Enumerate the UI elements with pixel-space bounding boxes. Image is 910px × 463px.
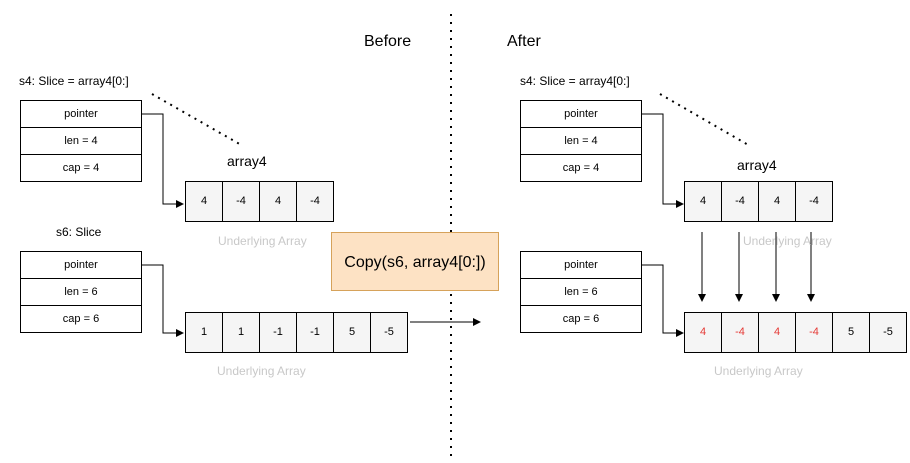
s6-pointer-arrow bbox=[141, 264, 184, 337]
after-s6-len-field: len = 6 bbox=[521, 279, 641, 306]
after-s4-len-field: len = 4 bbox=[521, 128, 641, 155]
s6-array-cell: -1 bbox=[260, 313, 297, 352]
after-array4-cell: -4 bbox=[809, 195, 819, 207]
after-s6-array-cells: 4 -4 4 -4 5 -5 bbox=[684, 312, 907, 353]
array4-caption: Underlying Array bbox=[218, 234, 307, 248]
s6-len-field: len = 6 bbox=[21, 279, 141, 306]
after-array4-cell: 4 bbox=[685, 182, 722, 221]
s4-slice-label: s4: Slice = array4[0:] bbox=[19, 74, 129, 88]
array4-cell: 4 bbox=[260, 182, 297, 221]
after-s4-slice-header: pointer len = 4 cap = 4 bbox=[520, 100, 642, 182]
s4-cap-field: cap = 4 bbox=[62, 162, 100, 174]
s4-len-field: len = 4 bbox=[21, 128, 141, 155]
after-s6-pointer-field: pointer bbox=[521, 252, 641, 279]
s4-pointer-field: pointer bbox=[21, 101, 141, 128]
after-s6-cap-field: cap = 6 bbox=[562, 313, 600, 325]
s4-slice-header: pointer len = 4 cap = 4 bbox=[20, 100, 142, 182]
after-s6-slice-header: pointer len = 6 cap = 6 bbox=[520, 251, 642, 333]
after-heading: After bbox=[507, 33, 541, 50]
after-s4-pointer-field: pointer bbox=[521, 101, 641, 128]
after-array4-cells: 4 -4 4 -4 bbox=[684, 181, 833, 222]
after-s4-cap-field: cap = 4 bbox=[562, 162, 600, 174]
after-s6-pointer-arrow bbox=[641, 264, 684, 337]
after-array4-caption: Underlying Array bbox=[743, 234, 832, 248]
s6-array-cell: 1 bbox=[186, 313, 223, 352]
copy-operation-box: Copy(s6, array4[0:]) bbox=[331, 232, 499, 291]
array4-cell: 4 bbox=[186, 182, 223, 221]
after-s6-array-cell: -4 bbox=[796, 313, 833, 352]
s6-slice-header: pointer len = 6 cap = 6 bbox=[20, 251, 142, 333]
after-array4-cell: -4 bbox=[722, 182, 759, 221]
s4-label-link bbox=[151, 93, 244, 147]
after-s6-array-cell: 5 bbox=[833, 313, 870, 352]
s6-array-cell: 1 bbox=[223, 313, 260, 352]
array4-cell: -4 bbox=[310, 195, 320, 207]
array4-cells: 4 -4 4 -4 bbox=[185, 181, 334, 222]
after-array4-cell: 4 bbox=[759, 182, 796, 221]
after-s6-array-cell: 4 bbox=[685, 313, 722, 352]
s6-array-cell: -1 bbox=[297, 313, 334, 352]
s6-array-cell: -5 bbox=[384, 326, 394, 338]
after-s6-array-cell: -5 bbox=[883, 326, 893, 338]
array4-cell: -4 bbox=[223, 182, 260, 221]
after-s4-slice-label: s4: Slice = array4[0:] bbox=[520, 74, 630, 88]
after-array4-label: array4 bbox=[737, 157, 777, 173]
before-heading: Before bbox=[364, 33, 412, 50]
after-s4-label-link bbox=[659, 93, 751, 147]
s6-array-cells: 1 1 -1 -1 5 -5 bbox=[185, 312, 408, 353]
s6-slice-label: s6: Slice bbox=[56, 225, 102, 239]
array4-label: array4 bbox=[227, 153, 267, 169]
s4-pointer-arrow bbox=[141, 113, 184, 208]
after-s6-array-caption: Underlying Array bbox=[714, 364, 803, 378]
after-s6-array-cell: -4 bbox=[722, 313, 759, 352]
after-s4-pointer-arrow bbox=[641, 113, 684, 208]
s6-array-caption: Underlying Array bbox=[217, 364, 306, 378]
s6-pointer-field: pointer bbox=[21, 252, 141, 279]
after-s6-array-cell: 4 bbox=[759, 313, 796, 352]
s6-array-cell: 5 bbox=[334, 313, 371, 352]
s6-cap-field: cap = 6 bbox=[62, 313, 100, 325]
